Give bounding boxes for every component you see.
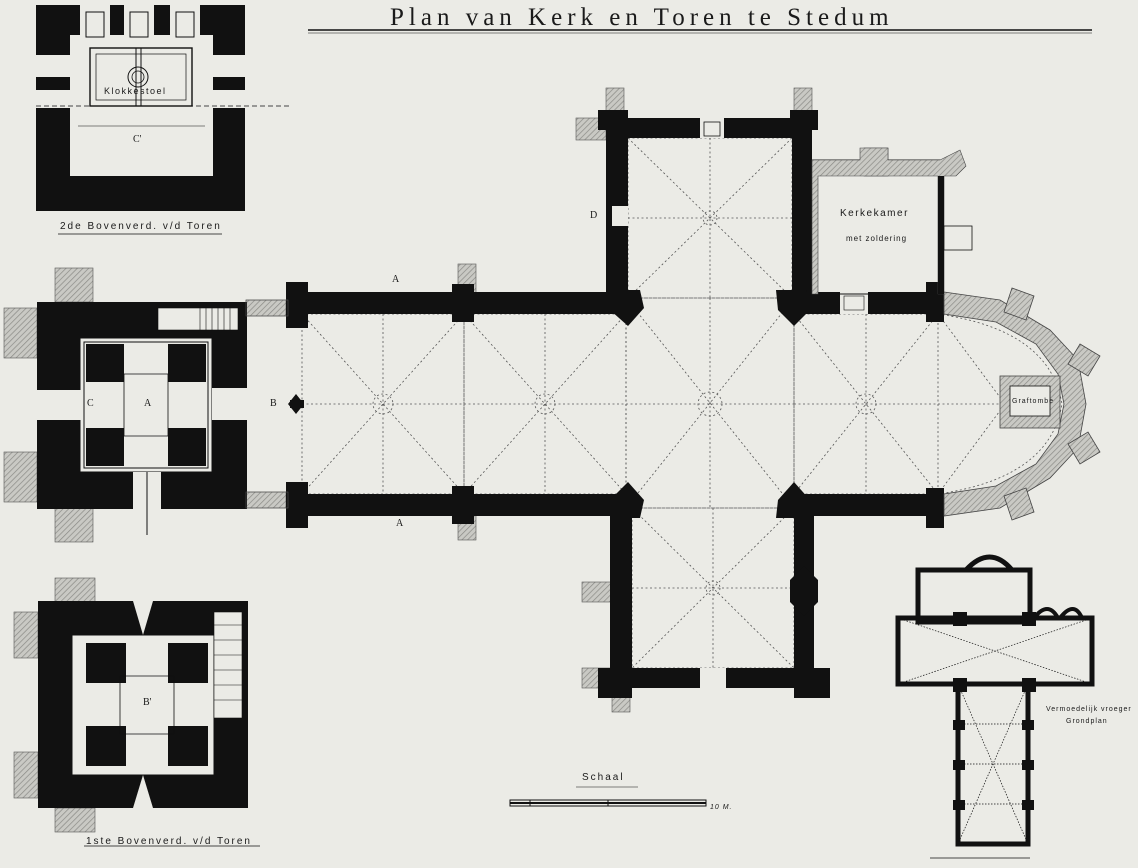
klokkestoel-label: Klokkestoel (104, 86, 167, 96)
schaal-label: Schaal (582, 772, 625, 783)
mark-a-top: A (392, 274, 400, 285)
c-prime-label: C' (133, 134, 142, 145)
graftombe-label: Graftombe (1012, 398, 1055, 405)
scale-bar (509, 786, 707, 807)
mark-d: D (590, 210, 598, 221)
mark-a-bottom: A (396, 518, 404, 529)
kerkekamer-label: Kerkekamer (840, 208, 909, 219)
page-title: Plan van Kerk en Toren te Stedum (390, 4, 894, 31)
vermoedelijk-label: Vermoedelijk vroeger (1046, 706, 1132, 713)
mark-b: B (270, 398, 277, 409)
mark-c: C (87, 398, 94, 409)
met-zoldering-label: met zoldering (846, 234, 908, 243)
first-floor-caption: 1ste Bovenverd. v/d Toren (86, 836, 252, 847)
tower-plan-first-floor (13, 577, 248, 833)
mark-b-prime: B' (143, 697, 152, 708)
presumed-original-groundplan (895, 554, 1095, 847)
grondplan-label: Grondplan (1066, 718, 1108, 725)
mark-a-tower: A (144, 398, 152, 409)
church-plan (245, 87, 1101, 713)
second-floor-caption: 2de Bovenverd. v/d Toren (60, 221, 222, 232)
tower-plan-second-floor (36, 5, 290, 211)
scale-value: 10 M. (710, 804, 733, 811)
tower-plan-ground-floor (3, 267, 287, 543)
